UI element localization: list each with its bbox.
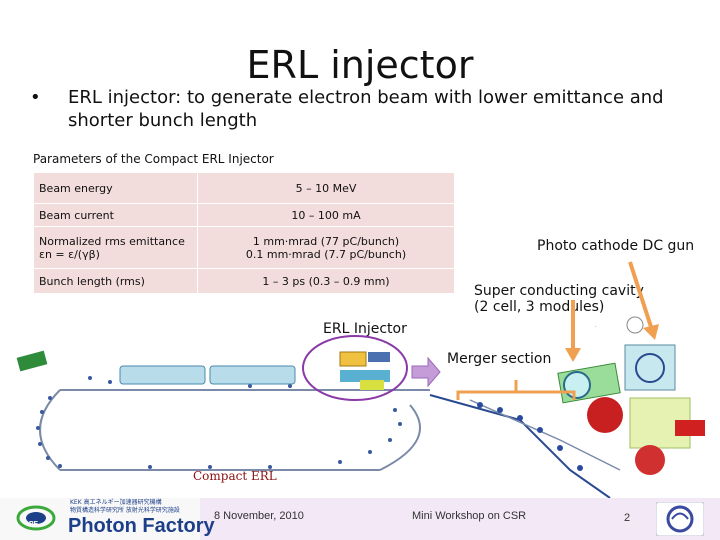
main-linac-module-1 <box>119 365 206 385</box>
pf-logo-badge: PF <box>29 521 38 528</box>
cavity-ring <box>563 371 591 399</box>
pf-logo-icon <box>16 505 56 531</box>
slide-title: ERL injector <box>246 43 474 87</box>
param-value: 1 mm·mrad (77 pC/bunch) 0.1 mm·mrad (7.7… <box>197 226 455 269</box>
bend-magnet <box>635 445 665 475</box>
injector-block-4 <box>360 380 384 390</box>
injector-detail-view: · <box>429 316 705 498</box>
svg-text:·: · <box>595 324 596 329</box>
bullet-symbol: • <box>30 87 41 108</box>
main-linac-module-2 <box>209 365 296 385</box>
merger-magnet <box>587 397 623 433</box>
dc-gun-arrow <box>628 261 654 331</box>
dc-gun-box <box>624 344 676 391</box>
gun-port <box>626 316 644 334</box>
table-row: Normalized rms emittance εn = ε/(γβ) 1 m… <box>33 226 455 269</box>
injector-block-2 <box>368 352 390 362</box>
event-logo-icon <box>656 502 704 536</box>
param-name: Beam current <box>33 203 198 227</box>
footer-date: 8 November, 2010 <box>214 510 304 522</box>
org-name: KEK 高エネルギー加速器研究機構 物質構造科学研究所 放射光科学研究施設 <box>70 499 180 514</box>
table-row: Bunch length (rms) 1 – 3 ps (0.3 – 0.9 m… <box>33 268 455 294</box>
zoom-arrow <box>411 356 441 388</box>
page-number: 2 <box>624 512 631 524</box>
table-caption: Parameters of the Compact ERL Injector <box>33 152 274 166</box>
photon-factory-logo: PF <box>16 504 56 532</box>
merger-section-label: Merger section <box>447 351 552 367</box>
param-value: 1 – 3 ps (0.3 – 0.9 mm) <box>197 268 455 294</box>
compact-erl-label: Compact ERL <box>193 469 277 483</box>
merger-bracket <box>456 390 576 400</box>
parameters-table: Beam energy 5 – 10 MeV Beam current 10 –… <box>33 172 455 294</box>
dc-gun-label: Photo cathode DC gun <box>537 238 695 254</box>
accelerator-layout-diagram: · <box>16 261 705 498</box>
ring-magnets <box>36 376 402 469</box>
param-name: Bunch length (rms) <box>33 268 198 294</box>
compact-erl-ring <box>39 389 430 471</box>
param-name: Beam energy <box>33 172 198 204</box>
footer-graphics <box>0 498 720 540</box>
beam-dump-red <box>675 420 705 436</box>
bullet-text: ERL injector: to generate electron beam … <box>68 87 664 131</box>
beam-dump <box>16 350 48 372</box>
dc-gun-ring <box>635 353 665 383</box>
table-row: Beam energy 5 – 10 MeV <box>33 172 455 204</box>
injector-block-1 <box>339 351 367 367</box>
erl-injector-label: ERL Injector <box>323 321 407 337</box>
injector-block-3 <box>340 370 390 382</box>
param-name: Normalized rms emittance εn = ε/(γβ) <box>33 226 198 269</box>
footer-event: Mini Workshop on CSR <box>412 510 527 522</box>
injector-highlight-ellipse <box>302 335 408 401</box>
photon-factory-wordmark: Photon Factory <box>68 515 215 537</box>
